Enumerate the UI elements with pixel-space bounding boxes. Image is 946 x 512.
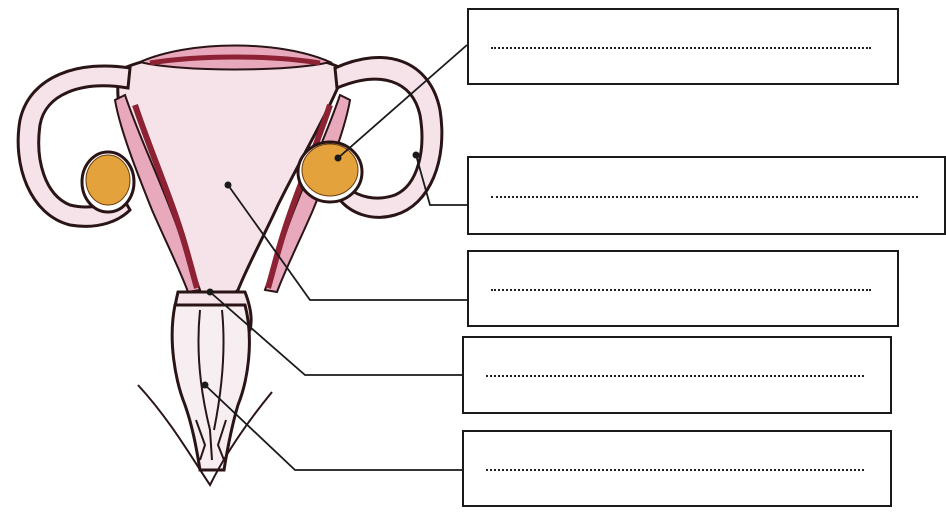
leader-line-5 (205, 385, 462, 470)
label-box-3[interactable] (467, 250, 899, 327)
dotted-answer-line (486, 375, 864, 377)
leader-dot-5 (202, 382, 209, 389)
leader-dot-4 (207, 289, 214, 296)
dotted-answer-line (491, 47, 871, 49)
dotted-answer-line (491, 289, 871, 291)
leader-dot-1 (335, 155, 342, 162)
label-box-5[interactable] (462, 430, 892, 507)
dotted-answer-line (486, 469, 864, 471)
label-box-4[interactable] (462, 336, 892, 414)
label-box-1[interactable] (467, 8, 899, 85)
leader-dot-3 (225, 182, 232, 189)
leader-dot-2 (413, 152, 420, 159)
label-box-2[interactable] (467, 156, 946, 235)
dotted-answer-line (491, 196, 918, 198)
